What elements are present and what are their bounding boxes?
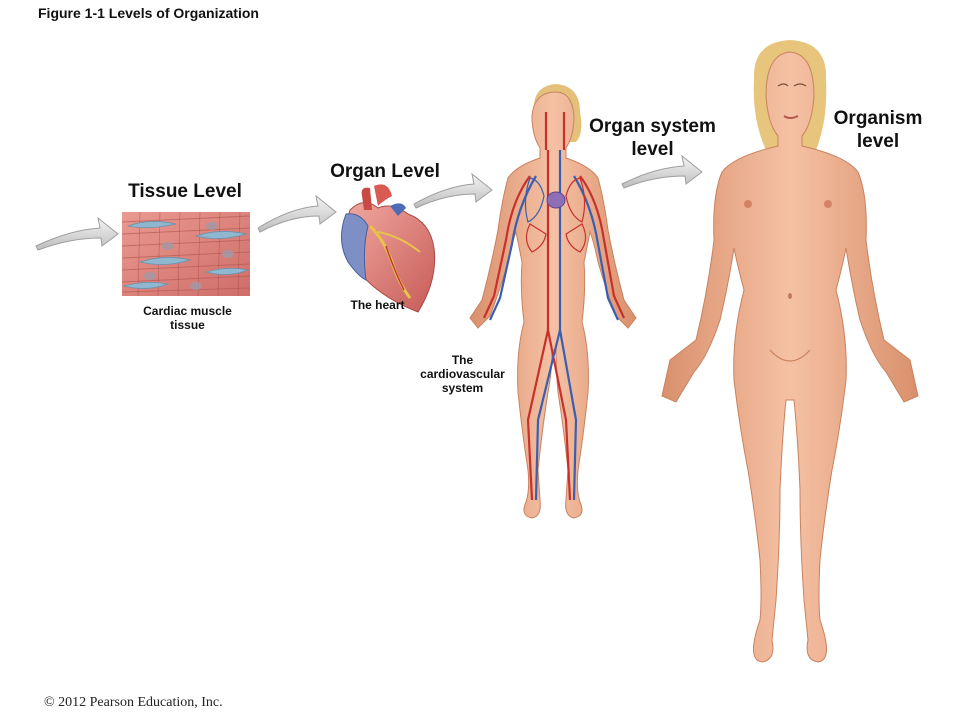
organ-caption: The heart: [350, 298, 405, 312]
copyright-notice: © 2012 Pearson Education, Inc.: [44, 695, 223, 710]
cardiac-muscle-tissue-image: [121, 211, 251, 297]
organism-level-line1: Organism: [833, 108, 923, 129]
organism-level-line2: level: [856, 131, 900, 152]
organ-system-level-label: Organ system level: [575, 115, 730, 161]
organism-figure: [661, 40, 919, 663]
arrow-to-organism: [621, 154, 703, 189]
organ-system-level-line2: level: [631, 139, 674, 160]
tissue-caption-line2: tissue: [170, 318, 205, 332]
organ-system-level-line1: Organ system: [589, 116, 716, 137]
figure-title: Figure 1-1 Levels of Organization: [38, 5, 259, 21]
arrow-to-tissue: [35, 216, 119, 251]
system-caption-line2: cardiovascular: [420, 367, 505, 381]
organism-level-label: Organism level: [818, 107, 938, 153]
tissue-level-label: Tissue Level: [128, 181, 242, 202]
system-caption-line1: The: [451, 353, 474, 367]
organ-level-label: Organ Level: [330, 161, 440, 182]
tissue-caption-line1: Cardiac muscle: [143, 304, 232, 318]
arrow-to-organ-system: [413, 172, 493, 209]
tissue-caption: Cardiac muscle tissue: [120, 304, 255, 332]
system-caption: The cardiovascular system: [405, 353, 520, 395]
heart-image: [341, 184, 436, 313]
cardiovascular-figure: [469, 84, 637, 519]
system-caption-line3: system: [441, 381, 484, 395]
arrow-to-organ: [257, 194, 337, 233]
